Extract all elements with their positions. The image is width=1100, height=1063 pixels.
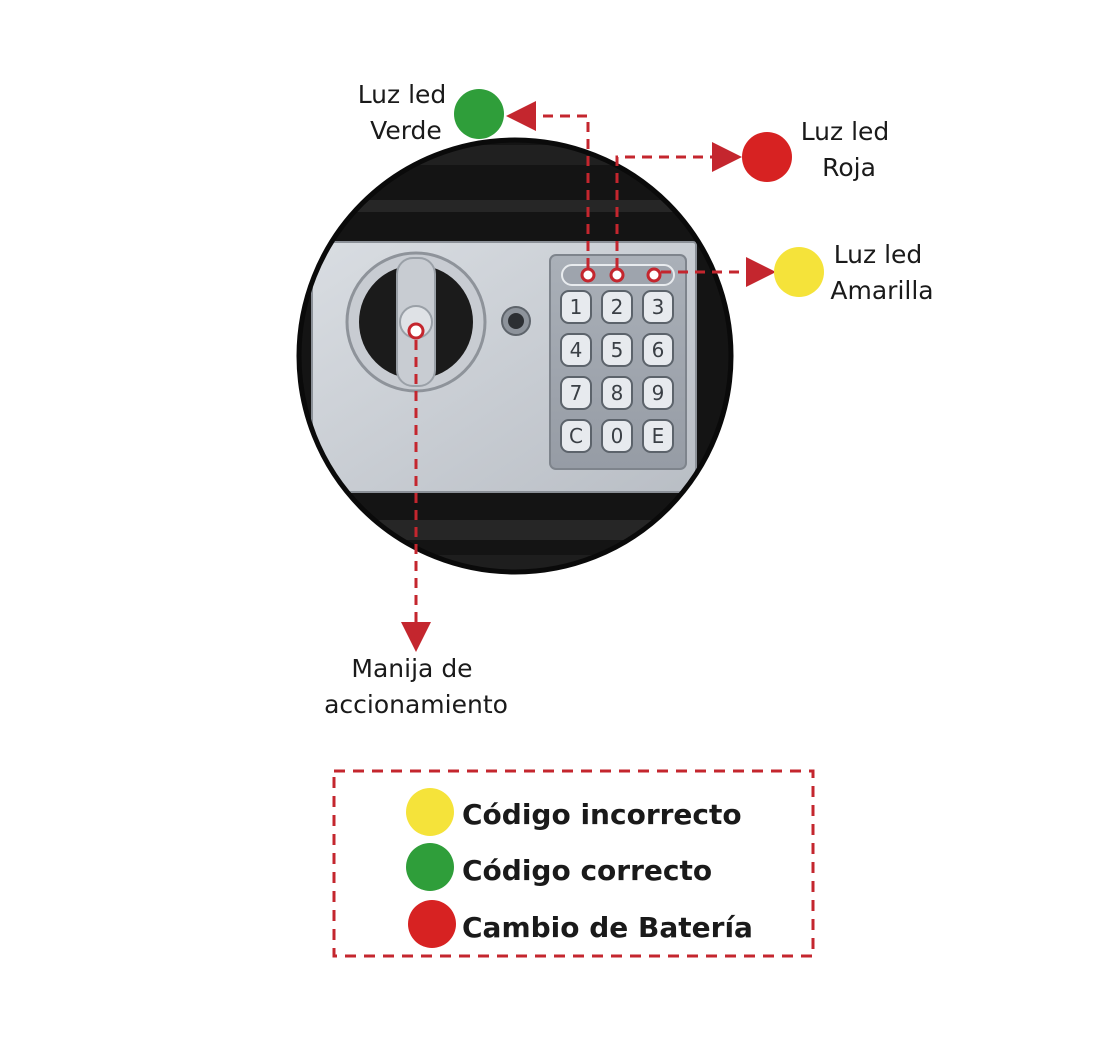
keypad-key: C: [560, 419, 592, 453]
keypad-key-face: [601, 333, 633, 367]
legend: Código incorrecto Código correcto Cambio…: [332, 769, 815, 958]
arrow-red: [615, 142, 742, 268]
legend-box: [332, 769, 815, 958]
keypad-key-label: 9: [652, 381, 665, 405]
keypad-key: 6: [642, 333, 674, 367]
handle-center-marker: [407, 322, 425, 340]
led-green-dot: [580, 267, 596, 283]
keypad-key-face: [601, 419, 633, 453]
keypad-key: E: [642, 419, 674, 453]
green-label-line1: Luz led: [358, 80, 447, 109]
keypad-key-face: [560, 376, 592, 410]
keypad-key-label: 6: [652, 338, 665, 362]
legend-item-battery: Cambio de Batería: [462, 911, 753, 944]
keypad-key-label: 3: [652, 295, 665, 319]
led-yellow-dot: [646, 267, 662, 283]
keypad-key-label: C: [569, 424, 583, 448]
keypad-key-label: E: [652, 424, 665, 448]
led-red-dot: [609, 267, 625, 283]
keypad-key-face: [642, 333, 674, 367]
keypad-key: 1: [560, 290, 592, 324]
keypad-key-face: [601, 290, 633, 324]
keypad-key-face: [642, 290, 674, 324]
handle: [345, 251, 487, 393]
green-label-line2: Verde: [370, 116, 442, 145]
legend-green-icon: [406, 843, 454, 891]
keypad-key-face: [560, 290, 592, 324]
keypad-key: 4: [560, 333, 592, 367]
keypad-key-face: [560, 333, 592, 367]
keypad-key-label: 0: [611, 424, 624, 448]
legend-item-correct: Código correcto: [462, 854, 712, 887]
legend-item-incorrect: Código incorrecto: [462, 798, 742, 831]
red-label-line2: Roja: [822, 153, 876, 182]
keypad-key-face: [642, 376, 674, 410]
keypad-key: 5: [601, 333, 633, 367]
leader-lines: [401, 101, 776, 652]
keypad-key: 0: [601, 419, 633, 453]
keypad-key: 9: [642, 376, 674, 410]
keypad-key-label: 1: [570, 295, 583, 319]
handle-label-line1: Manija de: [351, 654, 472, 683]
keypad-key: 7: [560, 376, 592, 410]
yellow-label-line1: Luz led: [834, 240, 923, 269]
green-led-icon: [454, 89, 504, 139]
keypad-key: 3: [642, 290, 674, 324]
keypad-key-face: [642, 419, 674, 453]
keypad-key-face: [560, 419, 592, 453]
legend-red-icon: [408, 900, 456, 948]
legend-yellow-icon: [406, 788, 454, 836]
yellow-label-line2: Amarilla: [830, 276, 933, 305]
red-led-icon: [742, 132, 792, 182]
keypad-key: 2: [601, 290, 633, 324]
keypad-key-label: 5: [611, 338, 624, 362]
keypad-key-label: 4: [570, 338, 583, 362]
handle-label-line2: accionamiento: [324, 690, 508, 719]
keypad-key-face: [601, 376, 633, 410]
yellow-led-icon: [774, 247, 824, 297]
keypad-key: 8: [601, 376, 633, 410]
keypad-key-label: 7: [570, 381, 583, 405]
red-label-line1: Luz led: [801, 117, 890, 146]
keyhole: [501, 306, 531, 336]
closeup-rim: [296, 137, 734, 575]
safe-closeup: 1 2 3 4 5 6 7 8 9C 0 E: [299, 140, 731, 572]
keypad-key-label: 8: [611, 381, 624, 405]
keypad-key-label: 2: [611, 295, 624, 319]
